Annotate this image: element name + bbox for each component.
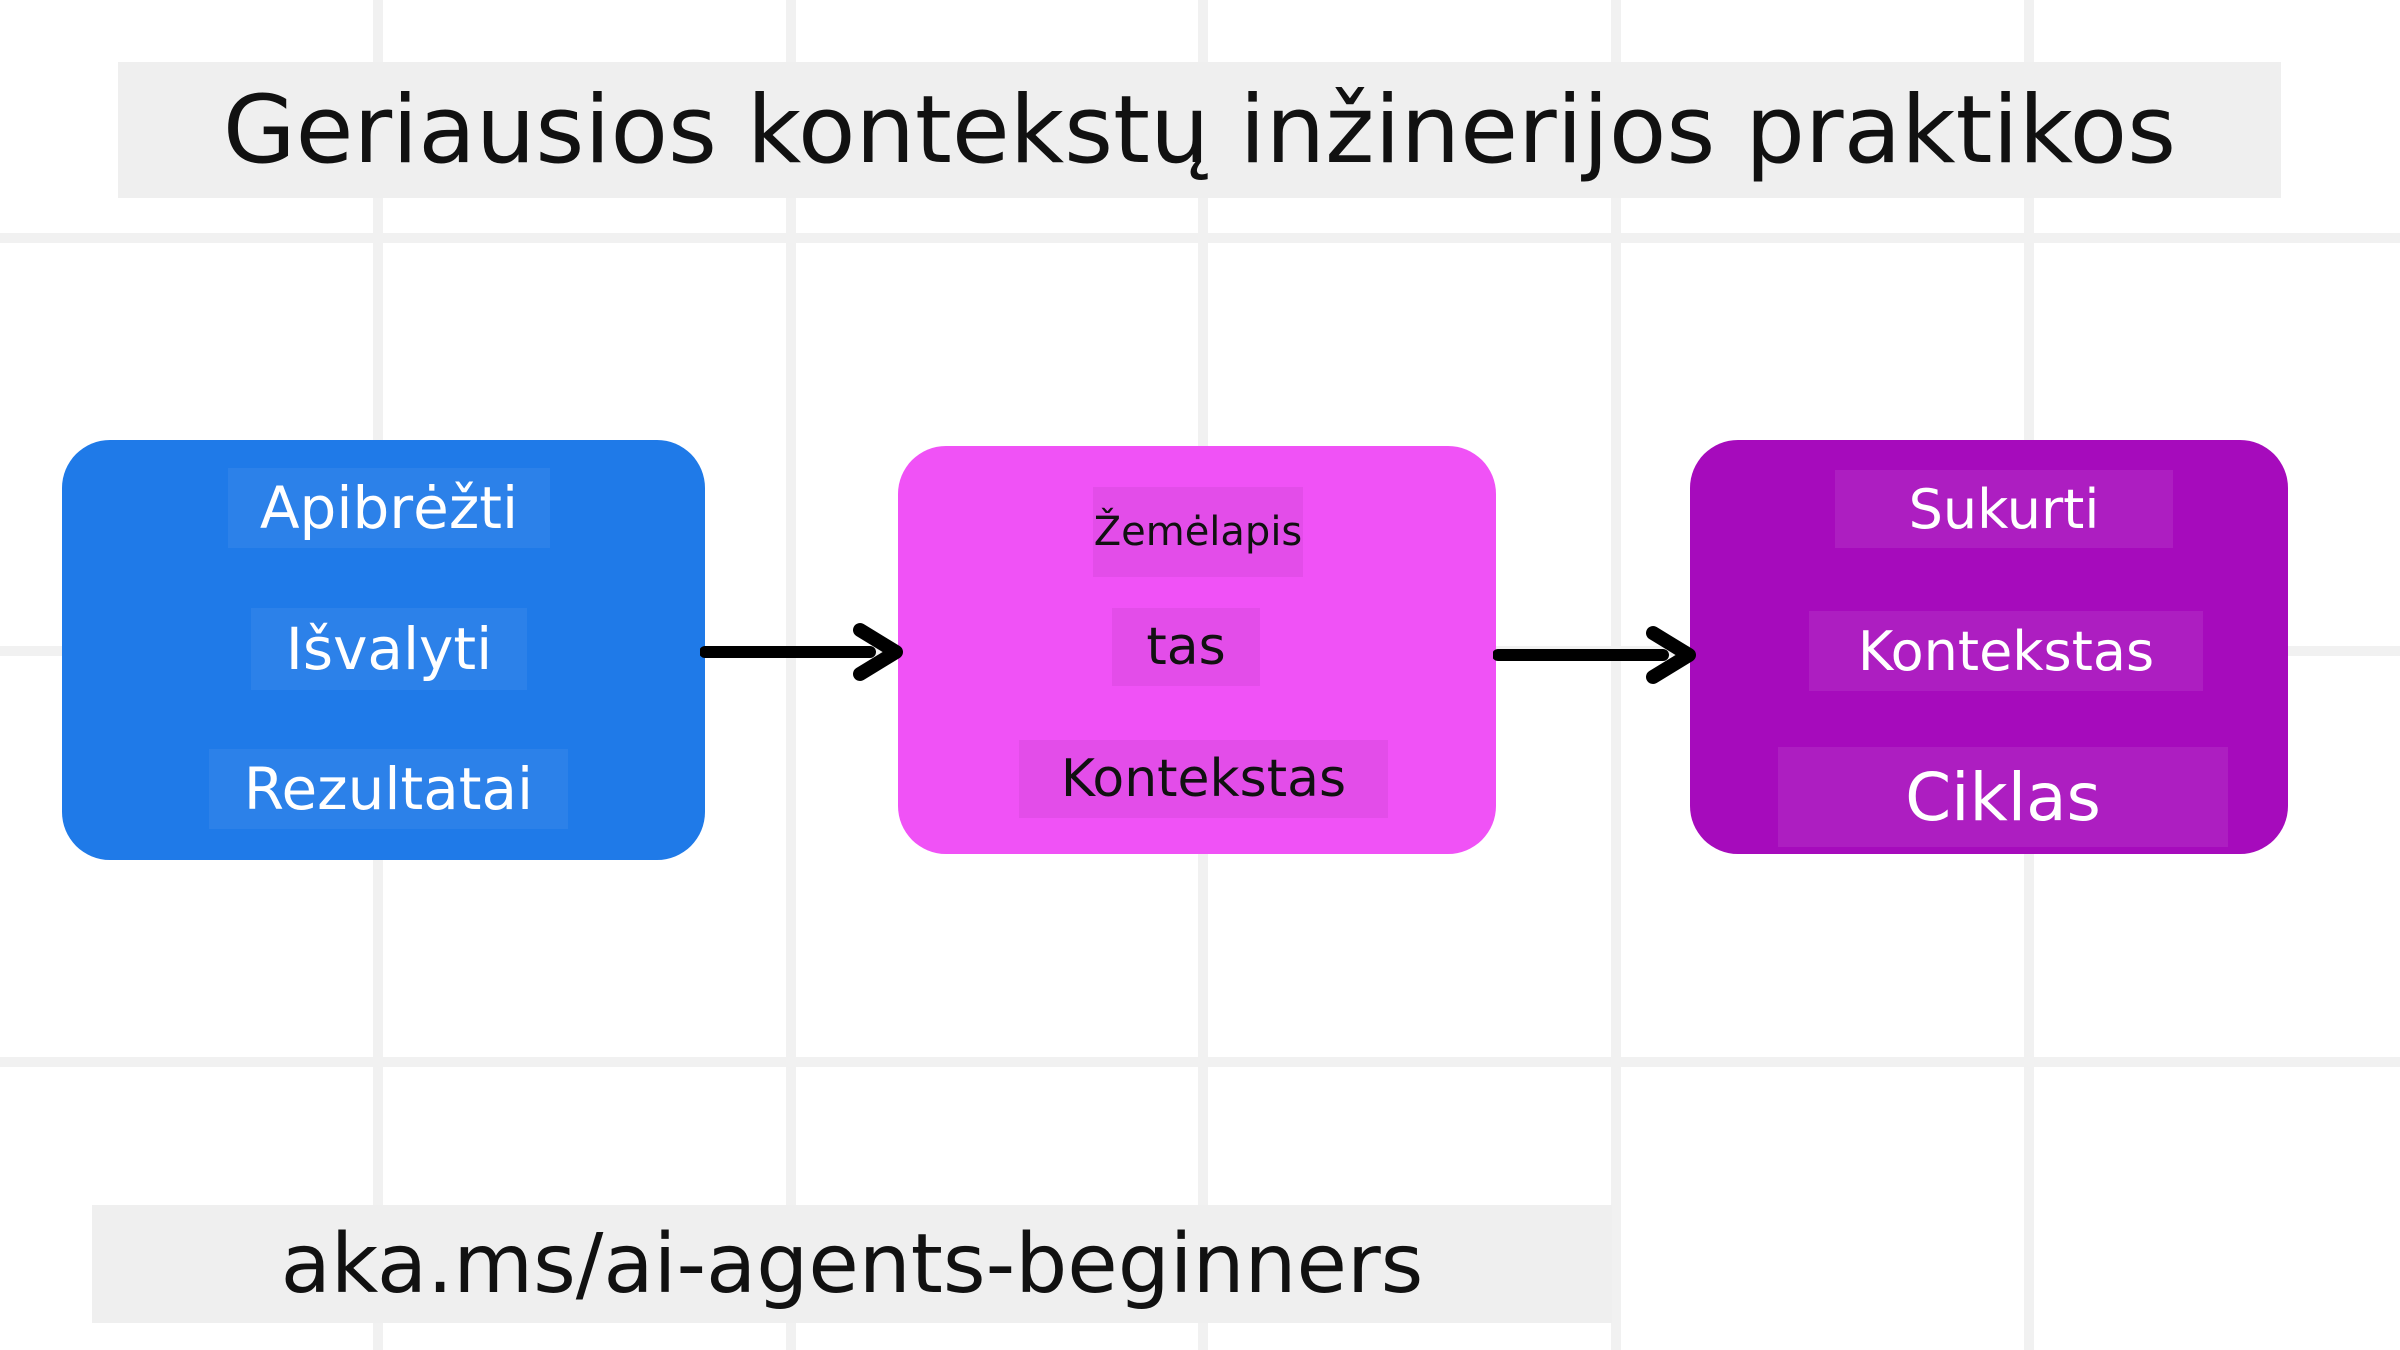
title-background	[118, 62, 2281, 198]
grid-line	[0, 233, 2400, 243]
step-1-line-3: Rezultatai	[209, 749, 568, 829]
step-2-line-3: Kontekstas	[1019, 740, 1388, 818]
step-1-line-1: Apibrėžti	[228, 468, 550, 548]
footer-background	[92, 1205, 1612, 1323]
footer-link[interactable]: aka.ms/ai-agents-beginners	[280, 1216, 1424, 1312]
step-2-line-2: tas	[1112, 608, 1260, 686]
step-3-line-3: Ciklas	[1778, 747, 2228, 847]
step-3-line-1: Sukurti	[1835, 470, 2173, 548]
step-box-map	[898, 446, 1496, 854]
arrow-right-icon	[700, 623, 903, 681]
step-box-define	[62, 440, 705, 860]
step-2-line-1: Žemėlapis	[1093, 487, 1303, 577]
grid-line	[786, 0, 796, 1350]
grid-line	[1611, 0, 1621, 1350]
arrow-right-icon	[1493, 626, 1696, 684]
grid-line	[0, 1057, 2400, 1067]
page-title: Geriausios kontekstų inžinerijos praktik…	[222, 75, 2177, 185]
step-3-line-2: Kontekstas	[1809, 611, 2203, 691]
step-box-build	[1690, 440, 2288, 854]
step-1-line-2: Išvalyti	[251, 608, 527, 690]
